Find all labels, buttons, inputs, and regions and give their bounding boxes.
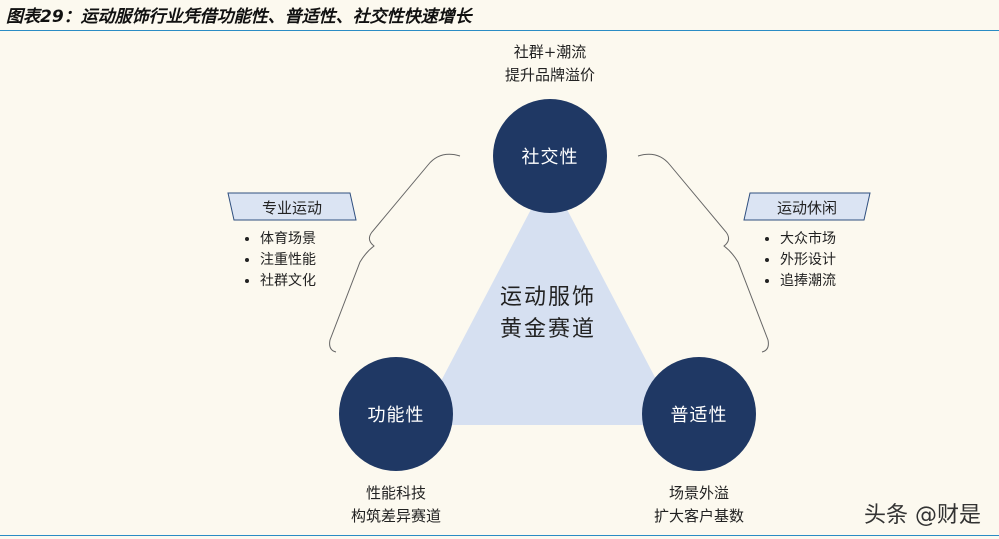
center-label: 运动服饰黄金赛道 [448,282,648,346]
caption-line: 构筑差异赛道 [350,507,441,525]
caption-functional: 性能科技构筑差异赛道 [296,482,496,528]
center-triangle [418,175,680,425]
pro-sports-list: 体育场景 注重性能 社群文化 [238,229,316,292]
node-social-label: 社交性 [521,147,579,168]
center-line: 运动服饰 [499,285,596,310]
athleisure-list: 大众市场 外形设计 追捧潮流 [758,229,836,292]
node-functional: 功能性 [339,357,453,471]
figure-title: 图表29：运动服饰行业凭借功能性、普适性、社交性快速增长 [6,7,472,27]
caption-line: 社群+潮流 [513,43,587,61]
node-social: 社交性 [493,99,607,213]
list-item: 注重性能 [260,250,316,271]
caption-line: 性能科技 [365,484,426,502]
node-universal: 普适性 [642,357,756,471]
center-line: 黄金赛道 [499,317,596,342]
list-item: 体育场景 [260,229,316,250]
tag-pro-sports: 专业运动 [261,198,322,217]
left-brace [329,153,461,353]
right-tag-shape [743,192,871,221]
caption-social: 社群+潮流提升品牌溢价 [450,41,650,87]
list-item: 社群文化 [260,271,316,292]
left-tag-shape [227,192,357,221]
tag-athleisure: 运动休闲 [776,198,837,217]
top-rule [0,30,999,31]
caption-line: 提升品牌溢价 [504,66,595,84]
node-functional-label: 功能性 [367,405,425,426]
watermark: 头条 @财是 [864,503,981,528]
caption-universal: 场景外溢扩大客户基数 [599,482,799,528]
right-brace [637,153,769,353]
caption-line: 扩大客户基数 [653,507,744,525]
bottom-rule [0,535,999,536]
caption-line: 场景外溢 [668,484,729,502]
list-item: 大众市场 [780,229,836,250]
list-item: 追捧潮流 [780,271,836,292]
list-item: 外形设计 [780,250,836,271]
node-universal-label: 普适性 [670,405,728,426]
